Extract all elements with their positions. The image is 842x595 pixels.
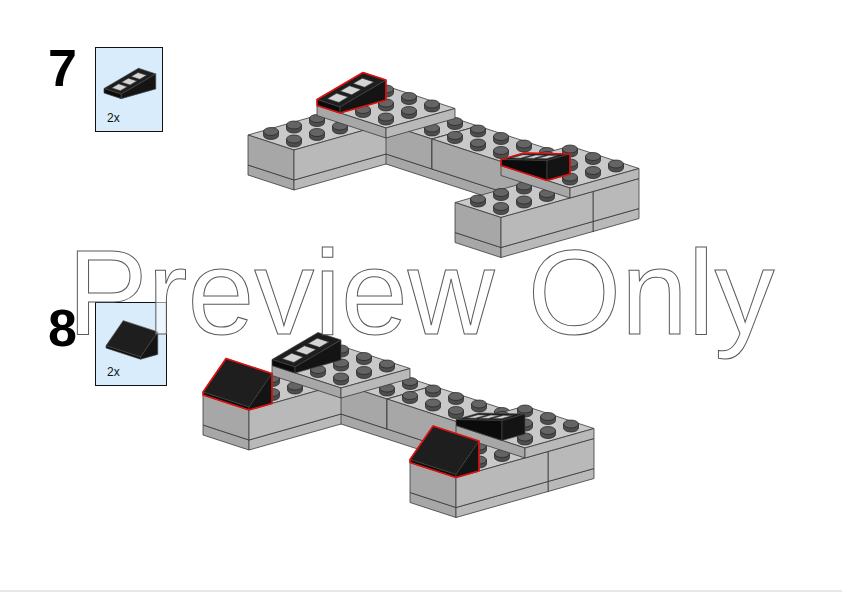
brick-side <box>341 369 410 399</box>
stud-top <box>563 145 578 153</box>
step-8-model <box>203 333 594 518</box>
brick-side <box>525 429 594 459</box>
stud-top <box>402 93 417 101</box>
slope-front <box>501 160 547 181</box>
stud-top <box>334 373 349 381</box>
stud-top <box>609 160 624 168</box>
stud-top <box>426 399 441 407</box>
brick-side <box>570 169 639 199</box>
stud-top <box>517 140 532 148</box>
part-icon <box>96 48 164 133</box>
stud-top <box>494 133 509 141</box>
stud-top <box>379 113 394 121</box>
stud-top <box>380 360 395 368</box>
step-number: 7 <box>48 42 77 94</box>
stud-top <box>586 167 601 175</box>
stud-top <box>449 407 464 415</box>
brick-side <box>386 109 455 139</box>
grille-slot <box>340 86 361 95</box>
stud-top <box>449 393 464 401</box>
stud-top <box>472 400 487 408</box>
page-rule <box>0 591 842 592</box>
stud-top <box>426 385 441 393</box>
stud-side <box>402 107 417 115</box>
stud-top <box>264 128 279 136</box>
stud-top <box>357 353 372 361</box>
stud-top <box>471 139 486 147</box>
grille-slot <box>537 155 558 158</box>
stud-top <box>541 413 556 421</box>
stud-top <box>518 405 533 413</box>
stud-top <box>287 121 302 129</box>
stud-top <box>287 135 302 143</box>
part-icon-shape <box>104 68 156 98</box>
watermark: Preview Only <box>68 232 775 352</box>
new-part-outline <box>410 426 479 478</box>
stud-side <box>586 167 601 175</box>
stud-top <box>517 196 532 204</box>
stud-top <box>471 125 486 133</box>
stud-side <box>357 367 372 375</box>
stud-top <box>494 189 509 197</box>
stud-side <box>379 113 394 121</box>
grille-slot <box>121 78 137 85</box>
grille-slot <box>282 353 303 362</box>
grille-slot <box>353 78 374 87</box>
stud-top <box>310 129 325 137</box>
grille-slot <box>112 84 128 91</box>
stud-top <box>402 107 417 115</box>
stud-top <box>494 203 509 211</box>
part-quantity: 2x <box>107 112 120 125</box>
slope-side <box>502 414 525 441</box>
step-7-model <box>248 73 639 258</box>
new-part-outline <box>203 359 272 411</box>
stud-side <box>334 373 349 381</box>
part-quantity: 2x <box>107 366 120 379</box>
grille-slot <box>327 93 348 102</box>
stud-top <box>494 147 509 155</box>
brick-front <box>272 366 341 399</box>
stud-top <box>564 420 579 428</box>
grille-slot <box>492 415 513 418</box>
stud-top <box>586 153 601 161</box>
stud-top <box>403 392 418 400</box>
stud-top <box>425 100 440 108</box>
parts-callout-box: 2x <box>95 47 163 132</box>
stud-top <box>357 367 372 375</box>
new-part-outline <box>501 153 570 181</box>
grille-slot <box>131 72 147 79</box>
stud-top <box>448 132 463 140</box>
stud-top <box>541 427 556 435</box>
new-part-outline <box>317 73 386 114</box>
stud-top <box>471 195 486 203</box>
stud-side <box>541 427 556 435</box>
